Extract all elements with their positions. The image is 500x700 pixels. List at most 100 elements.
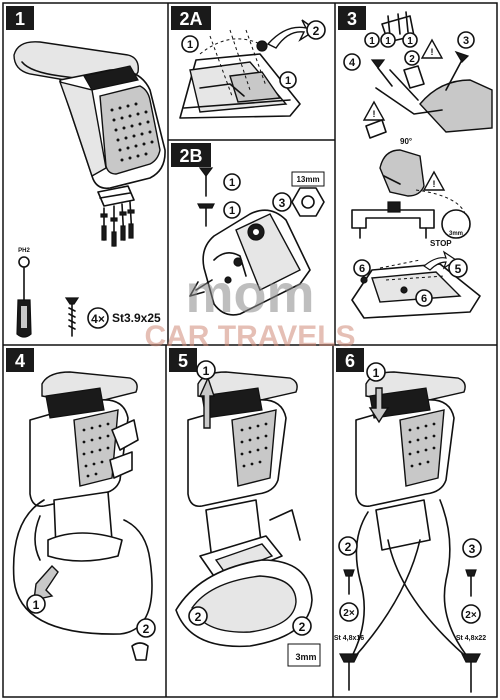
svg-text:2B: 2B — [179, 146, 202, 166]
svg-text:3: 3 — [279, 196, 286, 210]
callout-5-1: 1 — [196, 360, 216, 380]
panel-6-illustration — [339, 371, 481, 693]
svg-text:2: 2 — [299, 620, 306, 634]
callout-5-2b: 2 3mm — [287, 616, 321, 667]
svg-text:2×: 2× — [465, 610, 477, 621]
callout-6-1: 1 — [366, 362, 386, 382]
svg-text:PH2: PH2 — [18, 248, 30, 254]
plug-icon — [131, 642, 149, 661]
arrow-icon — [368, 387, 390, 424]
panel-badge-2a: 2A — [171, 6, 211, 30]
svg-text:4×: 4× — [91, 312, 105, 326]
callout-2a-1-bottom: 1 — [279, 71, 297, 89]
svg-text:5: 5 — [178, 351, 188, 371]
svg-text:mom: mom — [185, 264, 314, 324]
svg-text:1: 1 — [229, 177, 235, 189]
svg-text:3mm: 3mm — [295, 652, 316, 662]
screw-icon — [64, 297, 80, 337]
svg-text:2: 2 — [195, 610, 202, 624]
qty-badge-right: 2× — [461, 604, 481, 624]
svg-text:1: 1 — [229, 205, 235, 217]
svg-text:2: 2 — [409, 54, 415, 65]
panel-1-armrest-illustration: PH2 4× St3.9x25 — [13, 41, 166, 338]
svg-text:2×: 2× — [343, 608, 355, 619]
qty-badge-left: 2× — [339, 602, 359, 622]
screw-spec-left: St 4,8x16 — [334, 635, 364, 642]
svg-text:1: 1 — [373, 366, 380, 380]
callout-6-3: 3 — [462, 538, 482, 558]
callout-3-6b: 6 — [415, 289, 433, 307]
callout-5-2a: 2 — [188, 606, 208, 626]
callout-3-1a: 1 — [364, 32, 380, 48]
svg-text:3: 3 — [463, 35, 469, 47]
svg-text:1: 1 — [187, 39, 193, 51]
svg-text:!: ! — [373, 109, 376, 119]
svg-text:1: 1 — [285, 75, 291, 87]
svg-text:St3.9x25: St3.9x25 — [112, 311, 161, 325]
svg-text:1: 1 — [407, 36, 413, 47]
svg-text:!: ! — [433, 179, 436, 189]
callout-3-1c: 1 — [402, 32, 418, 48]
callout-4-2: 2 — [131, 618, 156, 661]
svg-text:3mm: 3mm — [449, 231, 463, 237]
svg-text:5: 5 — [455, 262, 462, 276]
panel-badge-5: 5 — [169, 348, 197, 372]
callout-2b-3: 3 — [272, 192, 292, 212]
screw-spec-right: St 4,8x22 — [456, 635, 486, 642]
panel-badge-2b: 2B — [171, 143, 211, 167]
svg-text:STOP: STOP — [430, 239, 452, 248]
svg-text:1: 1 — [33, 598, 40, 612]
svg-text:4: 4 — [15, 351, 25, 371]
panel-5-illustration — [175, 371, 313, 648]
svg-text:3: 3 — [347, 9, 357, 29]
callout-2b-1b: 1 — [223, 201, 241, 219]
svg-text:6: 6 — [359, 263, 365, 275]
panel-2b-illustration: 13mm — [189, 167, 325, 316]
svg-text:1: 1 — [15, 9, 25, 29]
svg-text:2: 2 — [313, 24, 320, 38]
svg-text:6: 6 — [345, 351, 355, 371]
panel-badge-4: 4 — [6, 348, 34, 372]
svg-text:1: 1 — [385, 36, 391, 47]
svg-text:2: 2 — [345, 540, 352, 554]
svg-text:6: 6 — [421, 293, 427, 305]
panel-badge-1: 1 — [6, 6, 34, 30]
callout-3-5: 5 — [448, 258, 468, 278]
svg-text:1: 1 — [369, 36, 375, 47]
warning-icon — [422, 170, 446, 191]
watermark: mom CAR TRAVELS — [144, 264, 355, 353]
screw-qty-badge — [87, 307, 109, 329]
callout-3-1b: 1 — [380, 32, 396, 48]
callout-4-1: 1 — [26, 594, 46, 614]
svg-text:!: ! — [431, 47, 434, 57]
arrow-icon — [189, 281, 205, 297]
callout-3-2: 2 — [404, 50, 420, 66]
callout-3-6a: 6 — [353, 259, 371, 277]
svg-text:1: 1 — [203, 364, 210, 378]
callout-2b-1a: 1 — [223, 173, 241, 191]
svg-text:3: 3 — [469, 542, 476, 556]
callout-3-3: 3 — [457, 31, 475, 49]
callout-2a-1-top: 1 — [181, 35, 199, 53]
warning-icon — [420, 38, 444, 59]
panel-3-illustration: ! ! ! 90° STOP 3mm — [351, 11, 493, 319]
warning-icon — [362, 100, 386, 121]
svg-text:4: 4 — [349, 57, 356, 69]
callout-2a-2: 2 — [306, 20, 326, 40]
panel-badge-6: 6 — [336, 348, 364, 372]
panel-2a-illustration — [179, 19, 318, 119]
panel-4-illustration — [12, 371, 153, 635]
svg-text:2: 2 — [143, 622, 150, 636]
panel-badge-3: 3 — [338, 6, 366, 30]
screw-cap-icon — [256, 40, 268, 52]
callout-3-4: 4 — [343, 53, 361, 71]
svg-text:CAR TRAVELS: CAR TRAVELS — [144, 320, 355, 353]
svg-text:13mm: 13mm — [296, 175, 319, 184]
callout-6-2: 2 — [338, 536, 358, 556]
svg-text:90°: 90° — [400, 137, 412, 146]
svg-text:2A: 2A — [179, 9, 202, 29]
screwdriver-icon: PH2 — [16, 248, 32, 338]
arrow-icon — [198, 376, 215, 429]
